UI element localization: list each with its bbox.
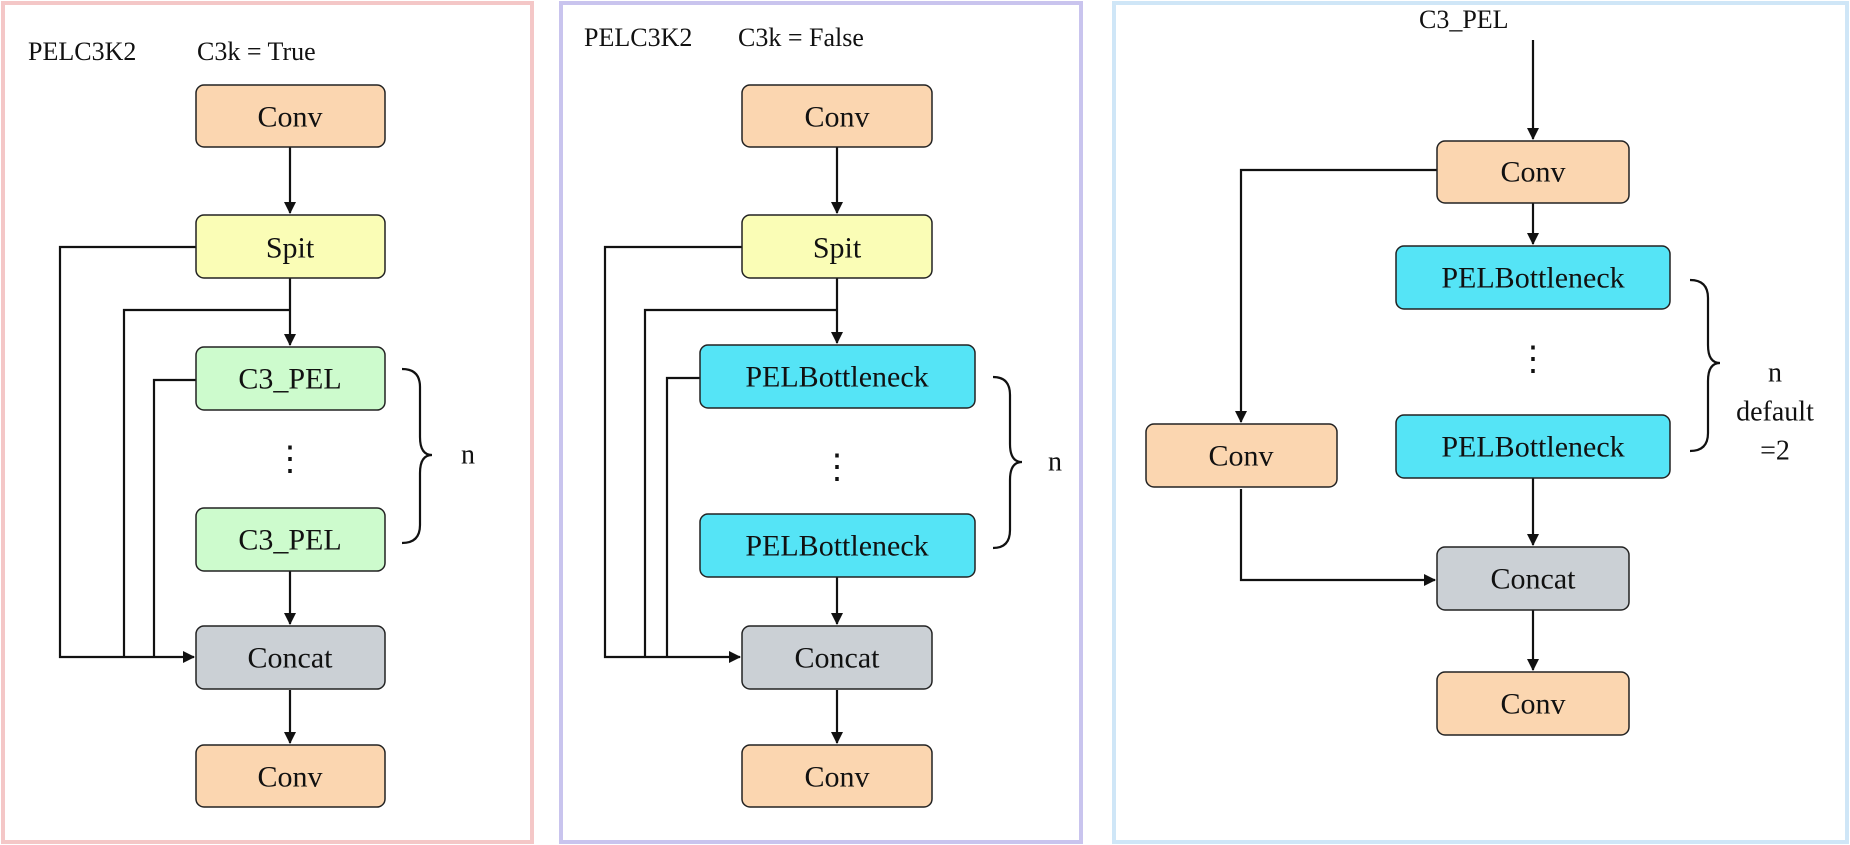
left-c3pel-last: C3_PEL [195,507,386,572]
middle-conv-bottom: Conv [741,744,933,808]
panel-left-param: C3k = True [197,37,316,66]
svg-text:C3_PEL: C3_PEL [238,363,341,396]
middle-concat: Concat [741,625,933,690]
right-conv-bottom: Conv [1436,671,1630,736]
middle-split: Spit [741,214,933,279]
svg-text:Concat: Concat [248,642,334,675]
right-n-label-line2: default [1736,397,1814,428]
middle-bottleneck-last: PELBottleneck [699,513,976,578]
svg-text:Spit: Spit [266,232,315,265]
left-conv-bottom: Conv [195,744,386,808]
right-bottleneck-first: PELBottleneck [1395,245,1671,310]
left-ellipsis: ⋮ [273,441,307,478]
middle-n-label: n [1048,447,1062,478]
right-conv-side: Conv [1145,423,1338,488]
right-bottleneck-last: PELBottleneck [1395,414,1671,479]
svg-text:Concat: Concat [795,642,881,675]
panel-left-border [1,1,534,844]
panel-left-title: PELC3K2 [28,37,136,66]
left-concat: Concat [195,625,386,690]
panel-middle-param: C3k = False [738,23,864,52]
right-brace [1689,278,1721,453]
middle-bottleneck-first: PELBottleneck [699,344,976,409]
left-split: Spit [195,214,386,279]
middle-ellipsis: ⋮ [820,449,854,486]
svg-text:Conv: Conv [1500,156,1565,189]
panel-middle-title: PELC3K2 [584,23,692,52]
svg-text:PELBottleneck: PELBottleneck [745,530,928,563]
svg-text:Conv: Conv [257,101,322,134]
left-brace [401,367,433,545]
middle-conv-top: Conv [741,84,933,148]
svg-text:Spit: Spit [813,232,862,265]
svg-text:C3_PEL: C3_PEL [238,524,341,557]
right-n-label-line3: =2 [1760,436,1790,467]
svg-text:PELBottleneck: PELBottleneck [745,361,928,394]
panel-right-title: C3_PEL [1419,5,1509,34]
panel-middle: PELC3K2 C3k = False Conv Spit PELBottlen… [584,23,1062,808]
right-concat: Concat [1436,546,1630,611]
middle-brace [992,375,1023,550]
panel-left: PELC3K2 C3k = True Conv Spit C3_PEL ⋮ C3… [28,37,475,808]
panel-right-border [1112,1,1849,844]
svg-text:Conv: Conv [1208,440,1273,473]
right-ellipsis: ⋮ [1516,341,1550,378]
svg-text:Conv: Conv [804,761,869,794]
left-n-label: n [461,440,475,471]
svg-text:Conv: Conv [804,101,869,134]
svg-text:Concat: Concat [1491,563,1577,596]
svg-text:Conv: Conv [1500,688,1565,721]
panel-right: C3_PEL Conv PELBottleneck ⋮ PELBottlenec… [1145,5,1814,736]
right-n-label-line1: n [1768,358,1782,389]
svg-text:PELBottleneck: PELBottleneck [1441,262,1624,295]
svg-text:PELBottleneck: PELBottleneck [1441,431,1624,464]
panel-middle-border [559,1,1083,844]
svg-text:Conv: Conv [257,761,322,794]
left-c3pel-first: C3_PEL [195,346,386,411]
left-conv-top: Conv [195,84,386,148]
right-conv-top: Conv [1436,140,1630,204]
